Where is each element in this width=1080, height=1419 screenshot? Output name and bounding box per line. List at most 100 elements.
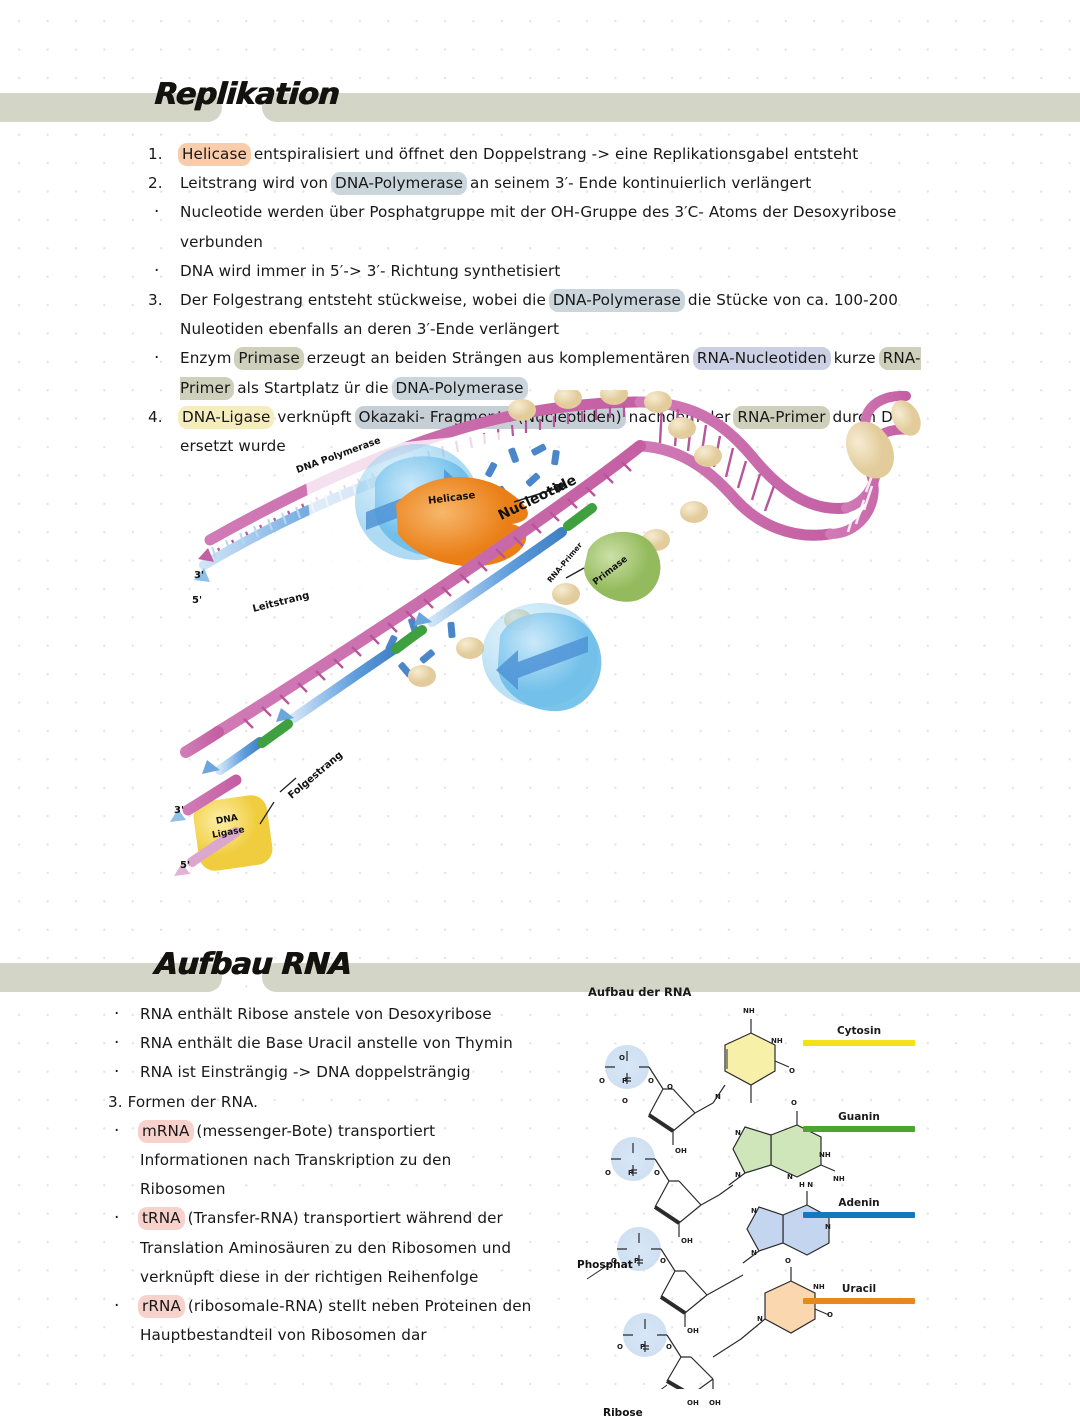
rna-chemical-structure <box>586 1019 836 1389</box>
number-marker: 3. <box>148 291 163 310</box>
legend-label: Guanin <box>838 1111 880 1123</box>
label-3prime-leading: 3' <box>194 570 205 581</box>
list-item: ·RNA enthält Ribose anstele von Desoxyri… <box>108 1000 538 1029</box>
text-run: erzeugt an beiden Strängen aus komplemen… <box>301 349 695 368</box>
text-run: DNA wird immer in 5′-> 3′- Richtung synt… <box>180 261 561 280</box>
highlighted-term: Helicase <box>178 143 251 166</box>
header-bar-left <box>0 93 222 122</box>
atom-label: O <box>791 1099 797 1107</box>
text-run: Der Folgestrang entsteht stückweise, wob… <box>180 291 551 310</box>
atom-label: O <box>789 1067 795 1075</box>
bullet-marker: · <box>114 1062 120 1083</box>
text-run: RNA enthält die Base Uracil anstelle von… <box>140 1034 513 1053</box>
number-marker: 1. <box>148 145 163 163</box>
highlighted-term: DNA-Ligase <box>178 405 275 429</box>
list-item: ·tRNA (Transfer-RNA) transportiert währe… <box>108 1204 538 1292</box>
text-run: Nucleotide werden über Posphatgruppe mit… <box>180 203 897 251</box>
atom-label: N <box>825 1223 831 1231</box>
okazaki-fragments <box>202 503 597 775</box>
atom-label: NH <box>771 1037 783 1045</box>
text-run: RNA ist Einsträngig -> DNA doppelsträngi… <box>140 1063 471 1082</box>
atom-label: O <box>785 1257 791 1265</box>
text-run: (Transfer-RNA) transportiert während der… <box>140 1209 512 1286</box>
label-phosphat: Phosphat <box>577 1259 633 1271</box>
bullet-marker: · <box>154 202 160 223</box>
atom-label: P <box>640 1343 646 1351</box>
histone-bead <box>891 400 921 436</box>
atom-label: N <box>757 1315 763 1323</box>
legend-item-uracil: Uracil <box>803 1283 915 1304</box>
atom-label: O <box>654 1169 660 1177</box>
atom-label: O <box>660 1257 666 1265</box>
atom-label: NH <box>813 1283 825 1291</box>
atom-label: O <box>619 1054 625 1062</box>
bullet-marker: · <box>114 1004 120 1024</box>
atom-label: P <box>628 1169 634 1177</box>
list-item-text: 3. Formen der RNA. <box>108 1088 538 1117</box>
atom-label: O <box>667 1083 673 1091</box>
list-item: ·mRNA (messenger-Bote) transportiert Inf… <box>108 1117 538 1205</box>
list-item: 1. Helicase entspiralisiert und öffnet de… <box>148 140 933 169</box>
notes-replikation: 1. Helicase entspiralisiert und öffnet de… <box>148 140 933 461</box>
atom-label: OH <box>675 1147 687 1155</box>
list-item: · Nucleotide werden über Posphatgruppe mi… <box>148 198 933 256</box>
atom-label: P <box>634 1257 640 1265</box>
atom-label: NH <box>833 1175 845 1183</box>
legend-item-cytosin: Cytosin <box>803 1025 915 1046</box>
header-bar-right <box>262 93 1080 122</box>
atom-label: OH <box>687 1327 699 1335</box>
atom-label: N <box>715 1093 721 1101</box>
list-item-text: RNA enthält die Base Uracil anstelle von… <box>140 1029 538 1058</box>
header-bar-left-2 <box>0 963 222 992</box>
highlighted-term: RNA-Nucleotiden <box>692 347 831 371</box>
list-item: · RNA enthält die Base Uracil anstelle vo… <box>108 1029 538 1058</box>
atom-label: N <box>735 1129 741 1137</box>
text-run: (messenger-Bote) transportiert Informati… <box>140 1121 452 1199</box>
atom-label: N <box>751 1207 757 1215</box>
bullet-marker: · <box>154 348 160 369</box>
lagging-strand-tail <box>170 726 242 876</box>
text-run: entspiralisiert und öffnet den Doppelstr… <box>248 145 859 163</box>
highlighted-term: rRNA <box>138 1295 185 1319</box>
list-item-text: mRNA (messenger-Bote) transportiert Info… <box>138 1117 538 1205</box>
header-bar-right-2 <box>262 963 1080 992</box>
atom-label: OH <box>687 1399 699 1407</box>
atom-label: H N <box>799 1181 814 1189</box>
atom-label: O <box>622 1097 628 1105</box>
section-header-replikation: Replikation <box>0 77 1080 127</box>
list-item: ·rRNA (ribosomale-RNA) stellt neben Prot… <box>108 1292 538 1350</box>
list-item-text: DNA wird immer in 5′-> 3′- Richtung synt… <box>180 257 933 286</box>
legend-color-bar <box>803 1040 915 1046</box>
list-item: 3. Der Folgestrang entsteht stückweise, w… <box>148 286 933 344</box>
highlighted-term: tRNA <box>138 1207 185 1231</box>
rna-structure-diagram: Aufbau der RNA <box>575 985 920 1419</box>
list-item-text: tRNA (Transfer-RNA) transportiert währen… <box>138 1204 538 1292</box>
text-run: Leitstrang wird von <box>180 174 334 193</box>
atom-label: O <box>605 1169 611 1177</box>
list-item-text: rRNA (ribosomale-RNA) stellt neben Prote… <box>138 1292 538 1350</box>
list-item-text: Leitstrang wird von DNA-Polymerase an se… <box>180 169 933 198</box>
label-3prime-lagging: 3' <box>174 805 185 816</box>
text-run: 3. Formen der RNA. <box>108 1092 259 1111</box>
atom-label: N <box>751 1249 757 1257</box>
bullet-marker: · <box>114 1033 120 1054</box>
legend-label: Cytosin <box>836 1025 882 1037</box>
list-item-text: RNA ist Einsträngig -> DNA doppelsträngi… <box>140 1058 538 1087</box>
atom-label: OH <box>709 1399 721 1407</box>
text-run: an seinem 3′- Ende kontinuierlich verlän… <box>465 174 812 193</box>
atom-label: N <box>787 1173 793 1181</box>
legend-item-adenin: Adenin <box>803 1197 915 1218</box>
atom-label: O <box>599 1077 605 1085</box>
legend-color-bar <box>803 1212 915 1218</box>
replication-diagram: DNA Polymerase Nucleotide Helicase RNA-P… <box>170 383 960 935</box>
page-title-aufbau-rna: Aufbau RNA <box>153 947 353 982</box>
section-header-aufbau-rna: Aufbau RNA <box>0 947 1080 997</box>
list-item: ·DNA wird immer in 5′-> 3′- Richtung syn… <box>148 257 933 286</box>
list-item-text: Der Folgestrang entsteht stückweise, wob… <box>180 286 933 344</box>
text-run: als Startplatz ür die <box>232 378 394 397</box>
text-run: (ribosomale-RNA) stellt neben Proteinen … <box>140 1297 532 1345</box>
atom-label: NH <box>743 1007 755 1015</box>
highlighted-term: DNA-Polymerase <box>331 172 468 196</box>
atom-label: NH <box>819 1151 831 1159</box>
